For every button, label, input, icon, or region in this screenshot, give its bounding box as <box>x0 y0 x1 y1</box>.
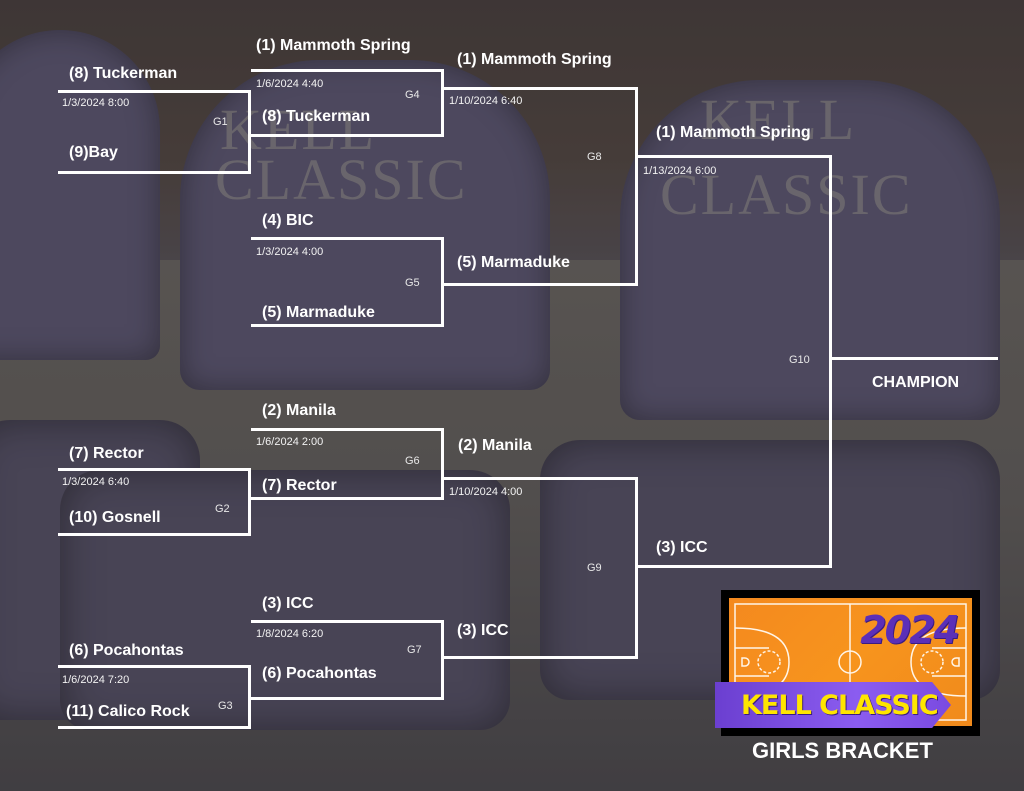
team-slot: (6) Pocahontas <box>262 665 377 682</box>
logo-year: 2024 <box>860 608 960 652</box>
logo-title: KELL CLASSIC <box>741 690 939 721</box>
game-datetime: 1/6/2024 4:40 <box>256 78 324 90</box>
game-datetime: 1/6/2024 2:00 <box>256 436 324 448</box>
chair-text-kell: KELL <box>220 97 377 162</box>
game-label: G7 <box>407 644 422 656</box>
bracket-line <box>58 726 251 729</box>
team-slot: (1) Mammoth Spring <box>457 51 612 68</box>
bracket-line <box>441 237 444 327</box>
team-slot: (3) ICC <box>262 595 314 612</box>
team-slot: (10) Gosnell <box>69 509 161 526</box>
chair-text-classic-right: CLASSIC <box>660 162 913 227</box>
bracket-line <box>248 90 251 174</box>
game-label: G2 <box>215 503 230 515</box>
bracket-line <box>638 565 831 568</box>
game-datetime: 1/3/2024 4:00 <box>256 246 324 258</box>
bracket-line <box>251 324 444 327</box>
champion-line <box>832 357 998 360</box>
bracket-line <box>444 656 638 659</box>
game-datetime: 1/10/2024 6:40 <box>449 95 523 107</box>
bracket-line <box>441 428 444 500</box>
game-datetime: 1/3/2024 8:00 <box>62 97 130 109</box>
game-datetime: 1/8/2024 6:20 <box>256 628 324 640</box>
bracket-line <box>829 155 832 568</box>
team-slot: (7) Rector <box>69 445 144 462</box>
bracket-line <box>638 155 831 158</box>
bracket-line <box>58 468 251 471</box>
team-slot: (5) Marmaduke <box>457 254 570 271</box>
chair-back-left <box>0 30 160 360</box>
team-slot: (7) Rector <box>262 477 337 494</box>
champion-label: CHAMPION <box>872 374 960 391</box>
team-slot: (2) Manila <box>458 437 532 454</box>
game-label: G1 <box>213 116 228 128</box>
bracket-line <box>444 283 638 286</box>
bracket-line <box>248 468 251 536</box>
game-label: G3 <box>218 700 233 712</box>
team-slot: (8) Tuckerman <box>69 65 178 82</box>
bracket-line <box>444 87 638 90</box>
game-label: G8 <box>587 151 602 163</box>
bracket-line <box>444 477 638 480</box>
logo-banner <box>715 682 951 728</box>
game-datetime: 1/13/2024 6:00 <box>643 165 717 177</box>
team-slot: (3) ICC <box>656 539 708 556</box>
team-slot: (5) Marmaduke <box>262 304 375 321</box>
team-slot: (4) BIC <box>262 212 314 229</box>
chair-text-kell-right: KELL <box>700 87 857 152</box>
bracket-line <box>58 533 251 536</box>
chair-text-classic: CLASSIC <box>215 147 468 212</box>
team-slot: (1) Mammoth Spring <box>656 124 811 141</box>
team-slot: (11) Calico Rock <box>66 703 190 720</box>
game-label: G5 <box>405 277 420 289</box>
bracket-line <box>251 497 444 500</box>
team-slot: (1) Mammoth Spring <box>256 37 411 54</box>
team-slot: (9)Bay <box>69 144 118 161</box>
bracket-line <box>251 69 444 72</box>
bracket-line <box>635 477 638 659</box>
chair-back-middle <box>180 60 550 390</box>
bracket-subtitle: GIRLS BRACKET <box>752 738 933 763</box>
team-slot: (8) Tuckerman <box>262 108 371 125</box>
bracket-line <box>251 697 444 700</box>
chair-back-right <box>620 80 1000 420</box>
bracket-line <box>251 134 444 137</box>
team-slot: (2) Manila <box>262 402 336 419</box>
bracket-line <box>58 90 251 93</box>
team-slot: (3) ICC <box>457 622 509 639</box>
bracket-line <box>441 69 444 137</box>
bracket-line <box>441 620 444 700</box>
bracket-line <box>251 237 444 240</box>
bracket-line <box>248 665 251 729</box>
bracket-line <box>58 171 251 174</box>
bracket-line <box>251 620 444 623</box>
bracket-line <box>635 87 638 286</box>
game-datetime: 1/10/2024 4:00 <box>449 486 523 498</box>
game-label: G10 <box>789 354 810 366</box>
game-datetime: 1/3/2024 6:40 <box>62 476 130 488</box>
game-label: G6 <box>405 455 420 467</box>
game-label: G9 <box>587 562 602 574</box>
kell-classic-logo: 2024 KELL CLASSIC <box>715 590 980 736</box>
bracket-line <box>58 665 251 668</box>
chair-seat-middle <box>60 470 510 730</box>
game-datetime: 1/6/2024 7:20 <box>62 674 130 686</box>
game-label: G4 <box>405 89 420 101</box>
bracket-line <box>251 428 444 431</box>
team-slot: (6) Pocahontas <box>69 642 184 659</box>
